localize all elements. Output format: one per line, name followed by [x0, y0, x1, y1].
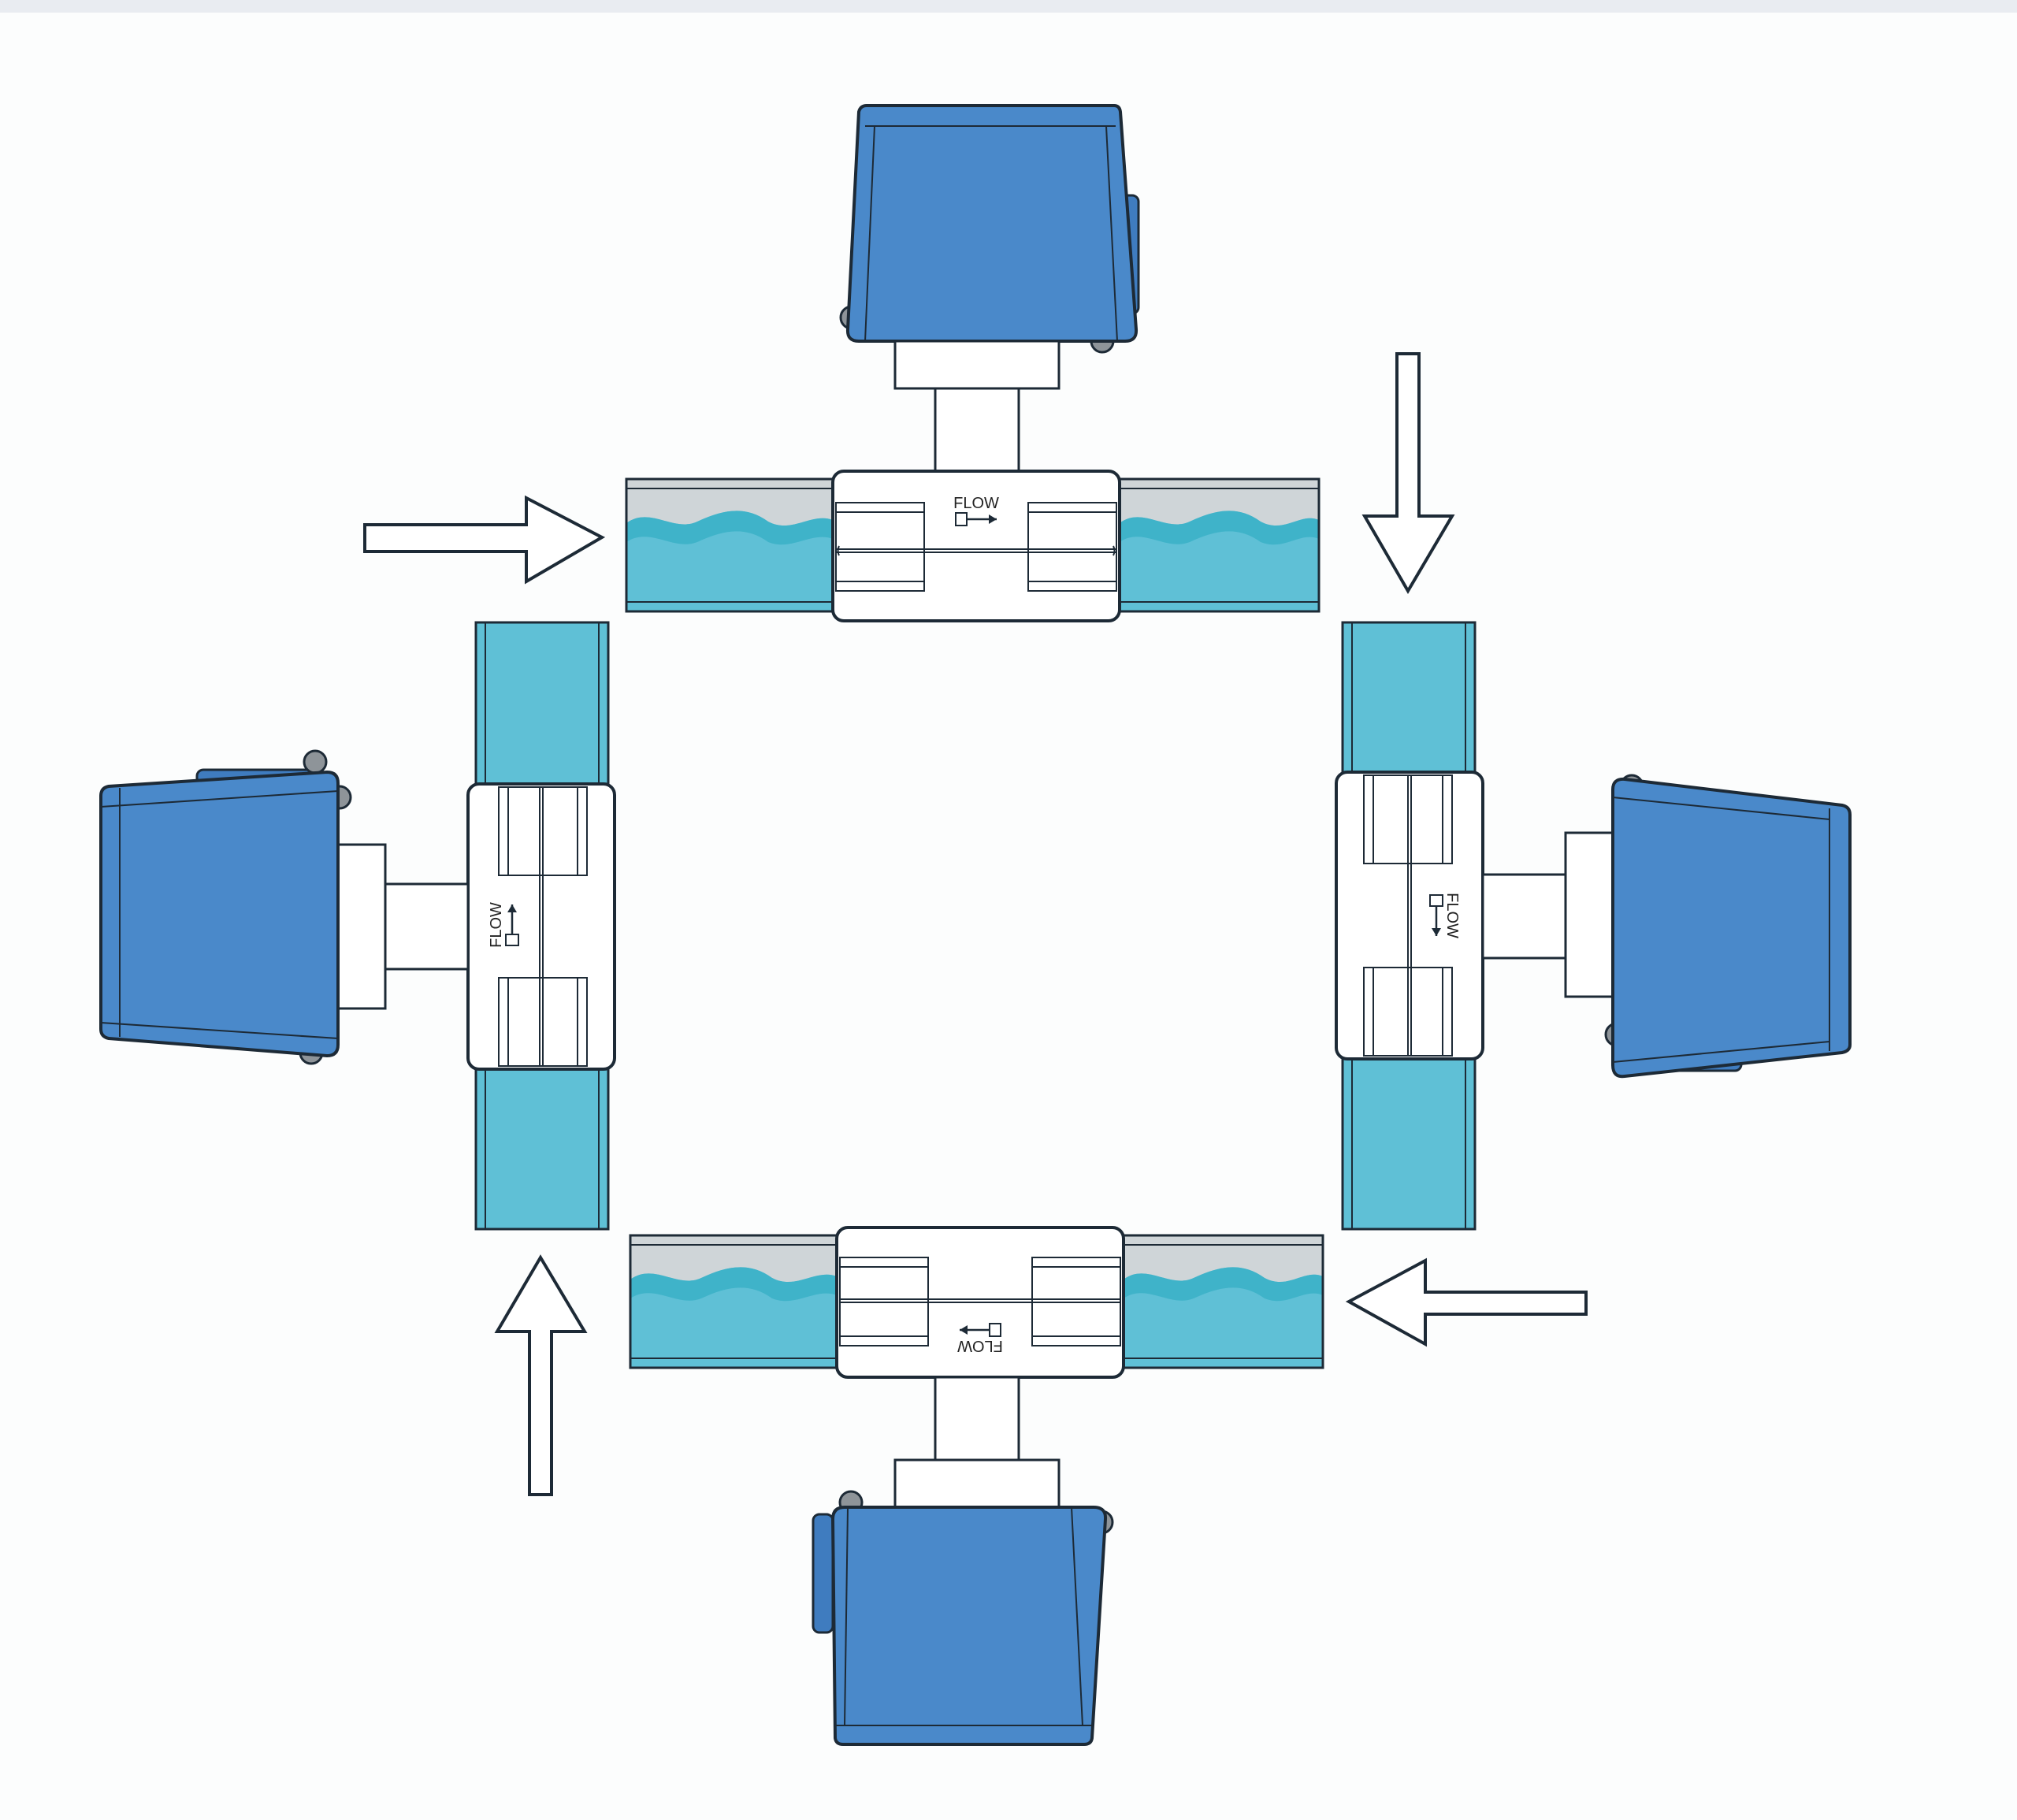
pipe-section-top-right	[1118, 477, 1321, 613]
tee-fitting-right: FLOW	[1335, 771, 1484, 1060]
pipe-section-bottom-left	[629, 1234, 838, 1369]
switch-housing-right	[1604, 774, 1852, 1079]
flow-marking-bottom: FLOW	[957, 1323, 1003, 1354]
pipe-section-top-left	[625, 477, 834, 613]
inlet-arrow-right	[1361, 352, 1455, 594]
switch-housing-top	[839, 104, 1140, 354]
flow-arrow-icon	[1429, 894, 1443, 936]
switch-collar-left	[336, 843, 387, 1010]
top-installation: FLOW	[363, 104, 1321, 622]
switch-housing-left	[99, 749, 352, 1065]
pipe-section-bottom-right	[1122, 1234, 1324, 1369]
left-installation: FLOW	[99, 621, 616, 1496]
flow-marking-right: FLOW	[1429, 893, 1461, 938]
inlet-arrow-left	[494, 1254, 588, 1496]
switch-stem-top	[934, 387, 1020, 473]
switch-collar-bottom	[893, 1458, 1061, 1509]
inlet-arrow-top	[363, 495, 606, 585]
flow-arrow-icon	[960, 1323, 1001, 1337]
switch-housing-bottom	[812, 1490, 1114, 1746]
pipe-section-right-upper	[1341, 621, 1477, 774]
switch-stem-left	[384, 882, 470, 971]
pipe-section-right-lower	[1341, 1057, 1477, 1231]
bottom-installation: FLOW	[629, 1226, 1588, 1746]
svg-text:FLOW: FLOW	[488, 902, 505, 948]
top-strip	[0, 0, 2017, 13]
right-installation: FLOW	[1335, 352, 1852, 1231]
flow-arrow-icon	[955, 512, 997, 526]
pipe-section-left-upper	[474, 621, 610, 786]
switch-collar-right	[1564, 831, 1614, 998]
tee-fitting-bottom: FLOW	[835, 1226, 1125, 1379]
tee-fitting-top: FLOW	[831, 470, 1121, 622]
svg-text:FLOW: FLOW	[953, 495, 999, 512]
switch-stem-right	[1481, 873, 1567, 960]
svg-text:FLOW: FLOW	[1443, 893, 1461, 938]
flow-marking-top: FLOW	[953, 495, 999, 526]
pipe-section-left-lower	[474, 1068, 610, 1231]
tee-fitting-left: FLOW	[466, 782, 616, 1071]
inlet-arrow-bottom	[1345, 1257, 1588, 1347]
switch-stem-bottom	[934, 1376, 1020, 1462]
flow-marking-left: FLOW	[488, 902, 519, 948]
flow-arrow-icon	[505, 904, 519, 946]
switch-collar-top	[893, 340, 1061, 390]
svg-text:FLOW: FLOW	[957, 1337, 1003, 1354]
